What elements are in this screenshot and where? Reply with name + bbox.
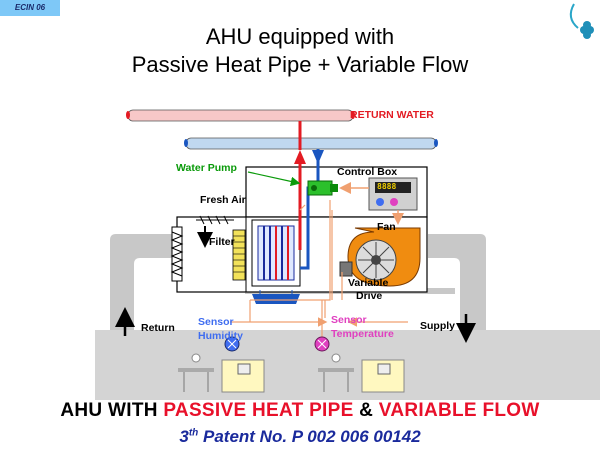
variable-drive-label-1: Variable — [348, 277, 389, 289]
workstation-left — [178, 353, 265, 393]
page-title-line1: AHU equipped with — [205, 24, 395, 49]
variable-drive-label-2: Drive — [356, 290, 383, 302]
control-display-readout: 8888 — [377, 182, 397, 191]
workstation-right — [318, 353, 405, 393]
control-display-icon — [368, 177, 418, 211]
return-label: Return — [141, 322, 175, 334]
patent-number-sup: th — [188, 427, 199, 439]
control-box-label: Control Box — [337, 166, 398, 178]
sensor-humidity-label-2: Humidity — [198, 330, 243, 342]
document-badge: ECIN 06 — [0, 0, 60, 16]
patent-number-prefix: 3 — [179, 427, 189, 446]
heat-pipe-coil — [251, 219, 301, 287]
filter — [232, 229, 246, 281]
return-water-label: RETURN WATER — [350, 109, 434, 121]
supply-duct — [428, 234, 486, 330]
drain-pan — [252, 294, 300, 304]
banner-part3: & — [353, 400, 379, 421]
pump-icon — [307, 180, 338, 196]
humidity-sensor-icon — [224, 336, 240, 352]
fresh-air-grille — [196, 215, 234, 225]
logo-icon — [569, 3, 594, 39]
fan-icon — [339, 227, 421, 287]
lamp-icon — [191, 353, 201, 363]
banner-line2: 3th Patent No. P 002 006 00142 — [0, 427, 600, 447]
water-pump-label: Water Pump — [176, 162, 237, 174]
fan-label: Fan — [377, 221, 396, 233]
banner-line1: AHU WITH PASSIVE HEAT PIPE & VARIABLE FL… — [0, 400, 600, 422]
filter-label: Filter — [209, 236, 235, 248]
fresh-air-label: Fresh Air — [200, 194, 246, 206]
return-grille — [170, 226, 184, 282]
banner-part1: AHU WITH — [60, 400, 164, 421]
sensor-temperature-label-1: Sensor — [331, 314, 367, 326]
return-water-pipe — [127, 109, 354, 122]
sensor-humidity-label-1: Sensor — [198, 316, 234, 328]
banner-part2: PASSIVE HEAT PIPE — [163, 400, 354, 421]
temperature-sensor-icon — [314, 336, 330, 352]
supply-label: Supply — [420, 320, 456, 332]
sensor-temperature-label-2: Temperature — [331, 328, 394, 340]
banner-part4: VARIABLE FLOW — [378, 400, 540, 421]
supply-water-pipe — [185, 137, 437, 150]
return-duct — [110, 234, 178, 330]
page-title-line2: Passive Heat Pipe + Variable Flow — [131, 52, 469, 77]
patent-number-text: Patent No. P 002 006 00142 — [198, 427, 421, 446]
